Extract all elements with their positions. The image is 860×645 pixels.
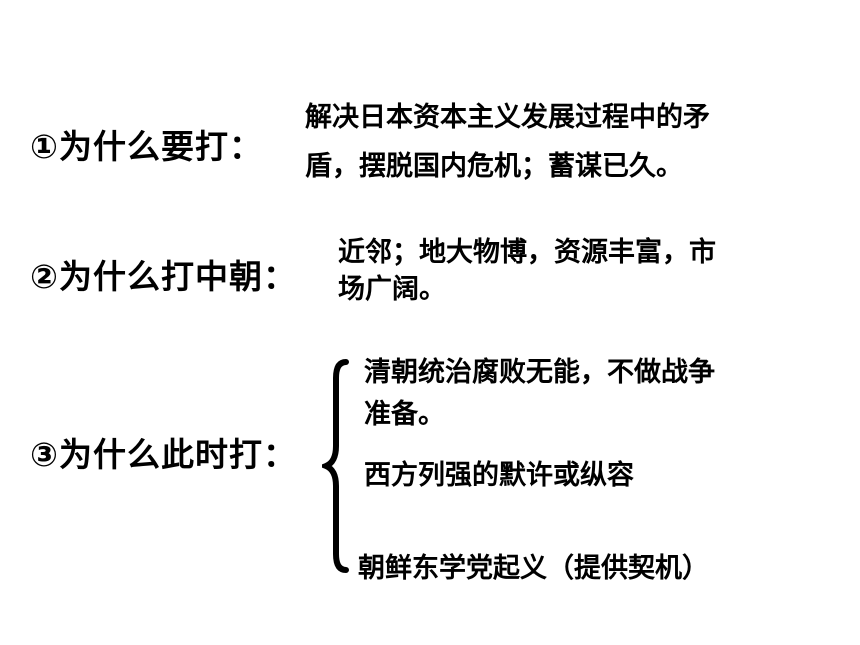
answer-2-line-2: 场广阔。: [338, 274, 446, 305]
reason-1-line-1: 清朝统治腐败无能，不做战争: [364, 357, 715, 388]
answer-1: 解决日本资本主义发展过程中的矛 盾，摆脱国内危机；蓄谋已久。: [305, 93, 825, 191]
answer-2-line-1: 近邻；地大物博，资源丰富，市: [338, 237, 716, 268]
question-3: ③为什么此时打：: [30, 435, 297, 474]
reason-2: 西方列强的默许或纵容: [364, 460, 634, 491]
answer-1-line-1: 解决日本资本主义发展过程中的矛: [305, 102, 710, 133]
reason-3: 朝鲜东学党起义（提供契机）: [358, 553, 709, 584]
reason-1-line-2: 准备。: [364, 399, 445, 430]
question-1: ①为什么要打：: [30, 127, 263, 166]
answer-1-line-2: 盾，摆脱国内危机；蓄谋已久。: [305, 151, 683, 182]
question-2: ②为什么打中朝：: [30, 257, 297, 296]
answer-2: 近邻；地大物博，资源丰富，市 场广阔。: [338, 228, 828, 314]
curly-brace: [322, 359, 349, 573]
